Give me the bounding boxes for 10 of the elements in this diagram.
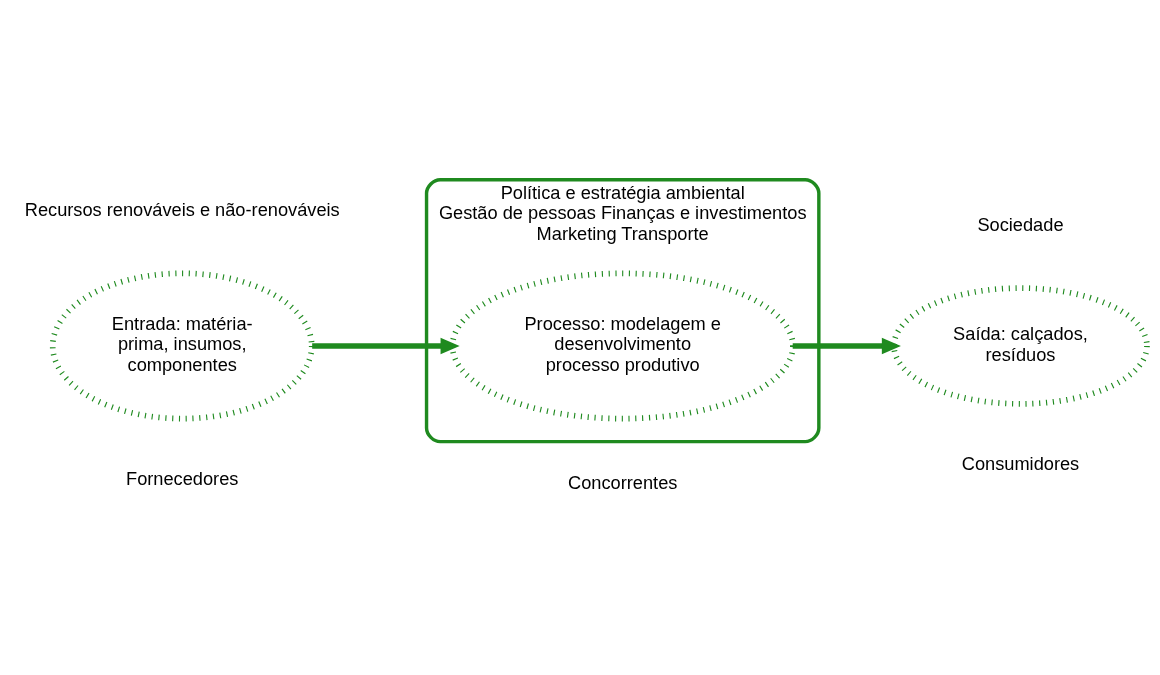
- node-ellipse: Saída: calçados, resíduos: [891, 284, 1150, 407]
- label: Fornecedores: [126, 468, 239, 489]
- node-ellipse: Entrada: matéria-prima, insumos, componentes: [49, 269, 315, 421]
- label: Concorrentes: [568, 472, 678, 493]
- arrow: [312, 337, 460, 354]
- label: Sociedade: [977, 214, 1064, 235]
- arrow: [792, 337, 901, 354]
- label: Recursos renováveis e não-renováveis: [24, 199, 340, 220]
- label: Consumidores: [961, 453, 1080, 474]
- node-ellipse: Processo: modelagem e desenvolvimento processo produtivo: [449, 269, 796, 421]
